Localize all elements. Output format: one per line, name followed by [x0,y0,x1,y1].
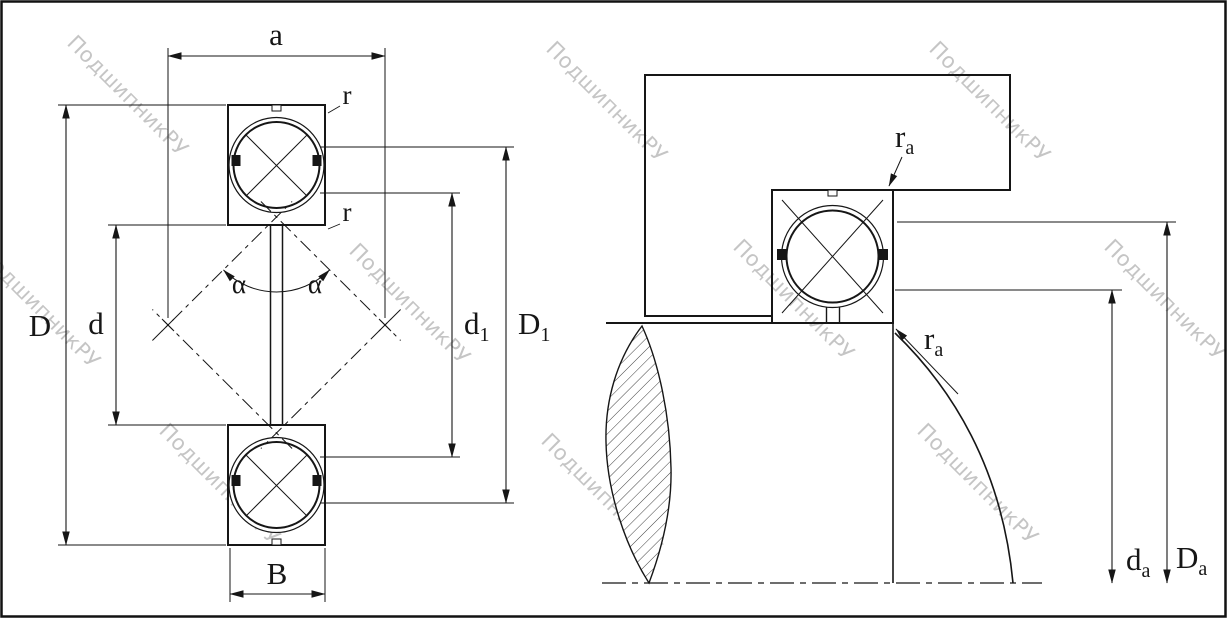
alpha-arc-left [223,269,277,293]
ra-label-top: ra [895,119,914,159]
apex-cross-left [161,318,175,332]
alpha-arc-right [276,269,330,293]
dim-label-a: a [269,17,283,52]
dim-label-da: da [1126,542,1151,582]
ring-notch [271,538,282,546]
bearing-top-section [227,104,326,226]
r-label-inner: r [343,197,352,227]
bearing-bottom-section [227,424,326,546]
inner-ring-split-lines [269,225,284,425]
contact-slot [312,475,322,486]
ball-cross-mark [245,454,308,517]
dimension-d1: d1 [320,192,490,458]
dimension-Da: Da [897,221,1207,584]
contact-slot [878,249,888,260]
contact-slot [231,475,241,486]
mounted-bearing [771,189,894,324]
dimension-B: B [229,548,326,602]
dim-label-B: B [267,556,288,591]
alpha-label-left: α [232,269,246,299]
dimension-d: d [88,224,226,426]
shaft-break-section [605,324,672,585]
right-view-mounting: ra ra da Da [602,74,1207,585]
contact-angle-lines [152,201,401,449]
r-label-outer: r [343,80,352,110]
ring-notch [827,189,838,197]
ra-leader-top [888,156,903,187]
fillet-radius-callouts: ra ra [888,119,959,395]
alpha-label-right: α [308,269,322,299]
ra-leader-bottom [895,328,959,395]
ra-label-bottom: ra [924,321,943,361]
contact-angle-alpha: α α [223,269,330,299]
ball-cross-mark [781,199,884,314]
shaft-shoulder-contour [894,332,1014,584]
dimension-D: D [29,104,226,546]
dim-label-d1: d1 [464,306,490,346]
dim-label-D1: D1 [518,306,550,346]
watermark-text: ПодшипникРУ [1099,235,1227,366]
watermark-text: ПодшипникРУ [912,419,1043,550]
dim-label-Da: Da [1176,540,1207,580]
left-view-bearing-section: α α a D d d1 [29,17,550,602]
dim-label-D: D [29,308,51,343]
contact-slot [777,249,787,260]
watermark-text: ПодшипникРУ [924,37,1055,168]
contact-slot [312,155,322,166]
contact-slot [231,155,241,166]
watermark-text: ПодшипникРУ [541,37,672,168]
dimension-da: da [895,289,1151,584]
ring-notch [271,104,282,112]
apex-cross-right [378,318,392,332]
ball-cross-mark [245,134,308,197]
dim-label-d: d [88,306,104,341]
corner-radius-callouts: r r [327,80,352,230]
watermark-text: ПодшипникРУ [62,31,193,162]
dimension-D1: D1 [320,146,550,504]
shaft [602,322,1042,585]
dimension-a: a [167,17,386,318]
